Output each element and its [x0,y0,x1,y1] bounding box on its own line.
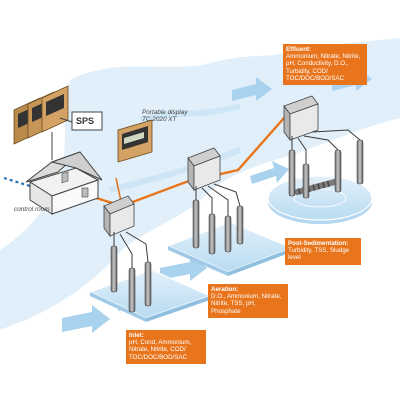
controller-icon [13,85,69,145]
house-icon [25,151,103,215]
effluent-parameters: Ammonium, Nitrate, Nitrite, pH, Conducti… [286,53,361,82]
inlet-parameters: pH, Cond, Ammonium, Nitrate, Nitrite, CO… [129,339,192,361]
aeration-header: Aeration: [211,286,239,293]
transmitter-icon [187,147,221,192]
aeration-parameters: D.O., Ammonium, Nitrate, Nitrite, TSS, p… [211,293,282,315]
portable-display-controller-icon [117,119,153,163]
effluent-box: Effluent: Ammonium, Nitrate, Nitrite, pH… [283,44,367,86]
sensor-probe-icon [110,139,364,313]
portable-display-label-line1: Portable display [142,109,188,116]
control-room-label: control room [14,206,50,213]
inlet-box: Inlet: pH, Cond, Ammonium, Nitrate, Nitr… [126,330,206,364]
transmitter-icon [283,95,319,142]
post-sedimentation-parameters: Turbidity, TSS, Sludge level [288,247,350,262]
post-sedimentation-header: Post-Sedimentation: [288,240,349,247]
clarifier-tank-icon [267,175,373,224]
effluent-header: Effluent: [286,46,312,53]
portable-display-label-line2: TC 2020 XT [142,116,177,124]
aeration-box: Aeration: D.O., Ammonium, Nitrate, Nitri… [208,284,288,318]
portable-display-label: Portable display TC 2020 XT [142,109,202,124]
post-sedimentation-box: Post-Sedimentation: Turbidity, TSS, Slud… [285,238,361,265]
transmitter-icon [103,195,135,238]
sps-label: SPS [76,116,95,126]
inlet-header: Inlet: [129,332,144,339]
